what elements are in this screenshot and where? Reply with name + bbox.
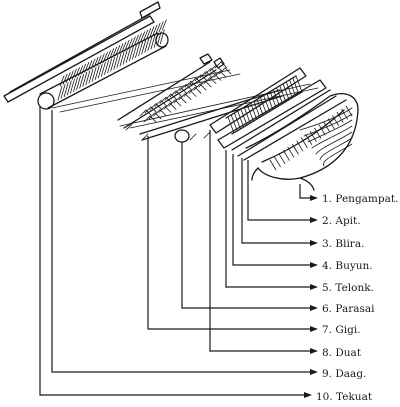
leader-line-6: [181, 142, 318, 311]
label-list: 1. Pengampat. 2. Apit. 3. Blira. 4. Buyu…: [316, 193, 398, 403]
tie-marks: [125, 123, 211, 141]
loom-illustration: [3, 1, 359, 191]
back-beam: [3, 1, 169, 110]
label-10: 10. Tekuat: [316, 391, 373, 403]
label-8: 8. Duat: [322, 347, 362, 359]
leader-line-3: [241, 158, 318, 246]
leader-line-5: [225, 150, 318, 290]
cloth-roll: [245, 93, 359, 191]
label-2: 2. Apit.: [322, 215, 361, 227]
label-3: 3. Blira.: [322, 238, 364, 250]
leader-line-8: [209, 130, 318, 354]
label-7: 7. Gigi.: [322, 324, 361, 336]
warp-bundle: [57, 19, 167, 101]
label-1: 1. Pengampat.: [322, 193, 398, 205]
heddle-area: [139, 61, 232, 123]
leader-line-10: [39, 106, 312, 398]
leader-line-4: [232, 154, 318, 268]
leader-line-7: [147, 136, 318, 332]
label-6: 6. Parasai: [322, 303, 375, 315]
label-9: 9. Daag.: [322, 368, 366, 380]
leader-line-1: [299, 184, 318, 201]
reed: [225, 75, 303, 135]
front-beam: [209, 67, 347, 161]
leader-line-9: [51, 110, 318, 375]
label-4: 4. Buyun.: [322, 260, 373, 272]
label-5: 5. Telonk.: [322, 282, 374, 294]
leader-lines: [39, 106, 318, 398]
leader-line-2: [247, 160, 318, 223]
